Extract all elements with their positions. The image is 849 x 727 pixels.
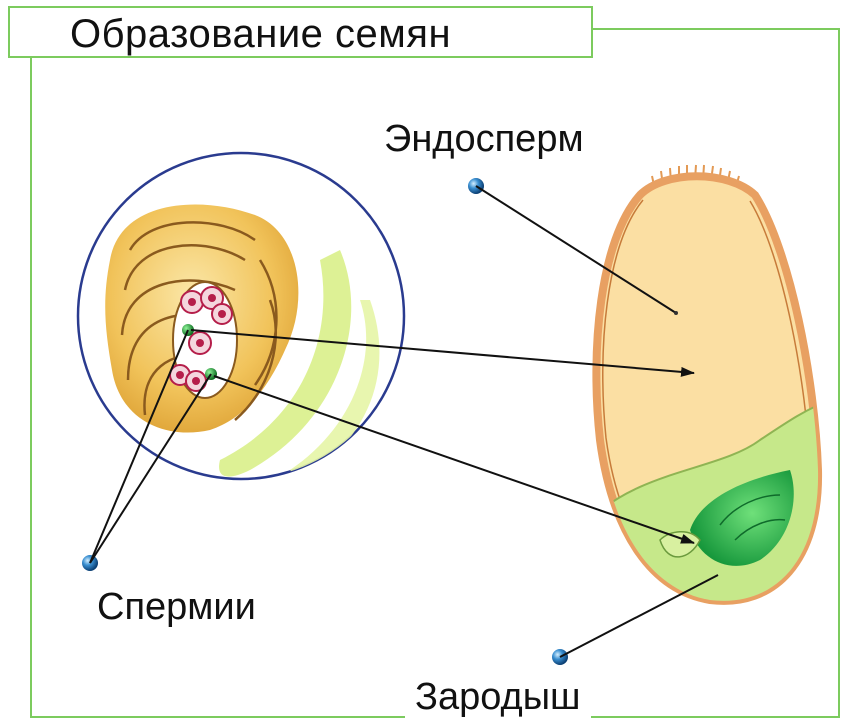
seed: [592, 164, 823, 605]
spermia-label: Спермии: [97, 586, 256, 628]
embryo-leader-line: [559, 574, 719, 658]
diagram-title: Образование семян: [70, 12, 452, 56]
endosperm-label: Эндосперм: [384, 118, 584, 160]
spermia-leader-line-1: [89, 329, 189, 564]
embryo-label: Зародыш: [405, 674, 591, 720]
ovule-magnifier: [76, 151, 406, 481]
arrow-sperm-to-endosperm: [190, 329, 695, 377]
arrow-sperm-to-embryo: [213, 375, 695, 544]
ovule-cells: [169, 286, 233, 392]
title-box: Образование семян: [8, 6, 593, 58]
endosperm-leader-line: [475, 185, 677, 314]
spermia-leader-line-2: [89, 373, 212, 564]
